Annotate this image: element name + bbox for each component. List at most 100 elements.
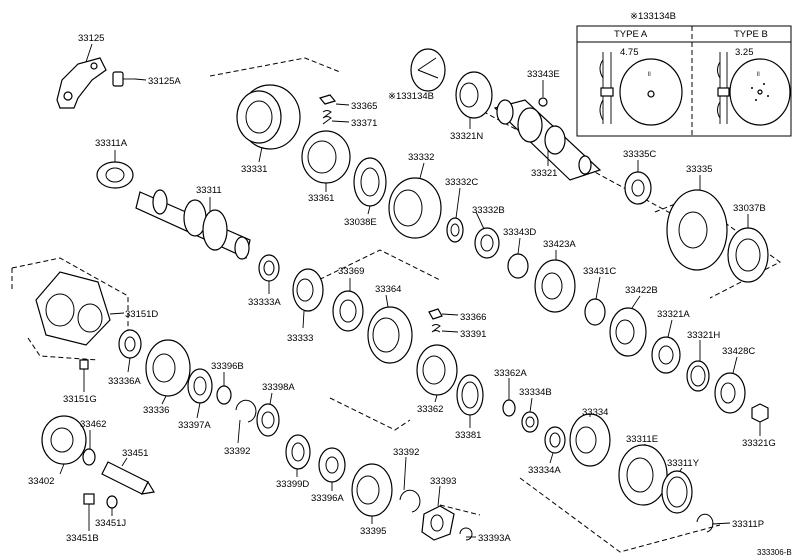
gear-33402 bbox=[41, 415, 87, 465]
part-label: 33462 bbox=[80, 419, 106, 430]
part-label: 33343D bbox=[503, 227, 536, 238]
part-label: 33396A bbox=[311, 493, 344, 504]
part-label: 33428C bbox=[722, 346, 755, 357]
part-label: 33451 bbox=[122, 448, 148, 459]
collar-33343D bbox=[507, 253, 529, 279]
bolt-33451B bbox=[83, 493, 95, 526]
inset-reference-label: ※133134B bbox=[630, 11, 676, 22]
part-label: 33395 bbox=[360, 526, 386, 537]
part-label: 33334 bbox=[582, 407, 608, 418]
shaft-33451 bbox=[101, 461, 155, 495]
part-label: ※133134B bbox=[388, 91, 434, 102]
part-label: 33125A bbox=[148, 76, 181, 87]
hub-33362 bbox=[416, 344, 458, 396]
part-label: 33311E bbox=[626, 434, 658, 445]
washer-type-inset: ※133134B TYPE A TYPE B 4.75 3.25 ll ll bbox=[576, 11, 792, 137]
sleeve-33331 bbox=[236, 84, 301, 150]
washer-33334B bbox=[521, 411, 539, 433]
shaft-33311 bbox=[135, 189, 251, 260]
snapring-33392a bbox=[235, 399, 257, 423]
bearing-33311A bbox=[96, 161, 134, 189]
part-label: 33365 bbox=[351, 101, 377, 112]
snapring-33311Y bbox=[661, 470, 693, 514]
part-label: 33334A bbox=[528, 465, 561, 476]
part-label: 33334B bbox=[519, 387, 552, 398]
sleeve-33364 bbox=[367, 306, 413, 364]
snapring-33392b bbox=[399, 489, 421, 513]
part-label: 33396B bbox=[211, 361, 244, 372]
ring-33381 bbox=[456, 374, 484, 416]
gear-33428C bbox=[714, 372, 746, 414]
part-label: 33381 bbox=[455, 430, 481, 441]
type-b-label: TYPE B bbox=[734, 29, 768, 40]
hub-33361 bbox=[301, 130, 351, 184]
part-label: 33335C bbox=[623, 149, 656, 160]
bolt-33125A bbox=[112, 71, 135, 87]
nut-33321G bbox=[751, 403, 769, 423]
part-label: 33402 bbox=[28, 476, 54, 487]
type-a-thickness: 4.75 bbox=[620, 47, 639, 58]
part-label: 33332B bbox=[472, 205, 505, 216]
part-label: 33332 bbox=[408, 152, 434, 163]
part-label: 33311 bbox=[196, 185, 222, 196]
gear-33423A bbox=[534, 259, 576, 313]
washer-33362A bbox=[502, 399, 516, 417]
part-label: 33311A bbox=[95, 138, 128, 149]
washer-33396B bbox=[216, 385, 232, 405]
hub-33369 bbox=[332, 290, 364, 332]
part-label: 33151G bbox=[63, 394, 97, 405]
part-label: 33321A bbox=[657, 309, 690, 320]
gear-33336 bbox=[145, 339, 191, 397]
bearing-33335C bbox=[624, 171, 652, 205]
gear-33422B bbox=[609, 307, 647, 357]
part-label: 33362A bbox=[494, 368, 527, 379]
ring-33038E bbox=[353, 157, 387, 207]
ring-33397A bbox=[187, 368, 213, 404]
bearing-33334A bbox=[544, 426, 566, 454]
part-label: 33366 bbox=[460, 312, 486, 323]
part-label: 33361 bbox=[308, 193, 334, 204]
washer-33451J bbox=[106, 495, 118, 509]
part-label: 33431C bbox=[583, 266, 616, 277]
inset-frame bbox=[576, 25, 792, 137]
part-label: 33392 bbox=[224, 446, 250, 457]
part-label: 33333A bbox=[248, 297, 281, 308]
part-label: 33331 bbox=[241, 164, 267, 175]
ring-33037B bbox=[727, 227, 769, 283]
part-label: 33125 bbox=[78, 33, 104, 44]
key-33365 bbox=[318, 94, 337, 105]
washer-33462 bbox=[82, 448, 96, 466]
sleeve-33395 bbox=[351, 463, 393, 517]
part-label: 33336A bbox=[108, 376, 141, 387]
part-label: 33451J bbox=[95, 518, 126, 529]
part-label: 33398A bbox=[262, 382, 295, 393]
part-label: 33311P bbox=[732, 519, 764, 530]
ring-33134B bbox=[410, 48, 446, 92]
snapring-33321H bbox=[686, 360, 710, 392]
part-label: 33335 bbox=[686, 164, 712, 175]
bearing-33311E bbox=[618, 444, 668, 506]
svg-text:ll: ll bbox=[757, 72, 760, 78]
part-label: 33151D bbox=[125, 309, 158, 320]
part-label: 33393A bbox=[478, 533, 511, 544]
part-label: 33423A bbox=[543, 239, 576, 250]
part-label: 33332C bbox=[445, 177, 478, 188]
part-label: 33336 bbox=[143, 405, 169, 416]
part-label: 33311Y bbox=[667, 458, 700, 469]
bolt-33151G bbox=[79, 359, 89, 384]
type-a-label: TYPE A bbox=[614, 29, 648, 40]
part-label: 33038E bbox=[344, 217, 377, 228]
spring-33391 bbox=[431, 324, 441, 333]
part-label: 33333 bbox=[287, 333, 313, 344]
bearing-33332B bbox=[474, 227, 500, 259]
bracket-33125 bbox=[56, 57, 107, 109]
hub-33396A bbox=[318, 447, 346, 483]
part-label: 33321 bbox=[531, 168, 557, 179]
part-label: 33343E bbox=[527, 69, 560, 80]
part-label: 33369 bbox=[338, 266, 364, 277]
part-label: 33397A bbox=[178, 420, 211, 431]
ball-33343E bbox=[538, 97, 548, 107]
ring-33399D bbox=[285, 434, 311, 470]
bearing-33336A bbox=[118, 329, 142, 359]
